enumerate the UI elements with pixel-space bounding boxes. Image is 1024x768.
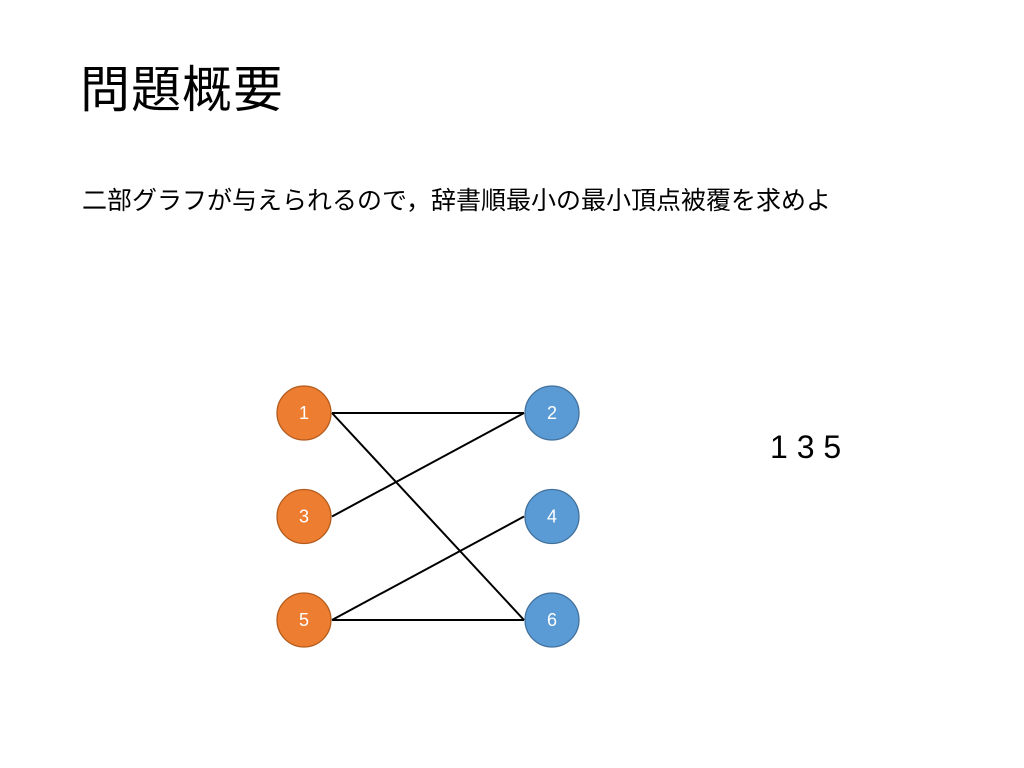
edge-3-2 — [331, 412, 525, 518]
vertex-2: 2 — [524, 385, 580, 441]
edges-layer — [331, 412, 525, 621]
edge-5-4 — [331, 515, 525, 621]
vertex-label: 1 — [299, 403, 309, 423]
answer-text: 1 3 5 — [770, 429, 842, 465]
vertex-label: 5 — [299, 610, 309, 630]
slide-title: 問題概要 — [80, 61, 284, 119]
vertex-6: 6 — [524, 592, 580, 648]
problem-statement: 二部グラフが与えられるので，辞書順最小の最小頂点被覆を求めよ — [82, 186, 832, 215]
vertex-3: 3 — [276, 488, 332, 545]
vertex-1: 1 — [276, 385, 332, 441]
vertex-circle — [276, 488, 332, 545]
vertex-circle — [524, 592, 580, 648]
vertex-label: 3 — [299, 507, 309, 527]
vertex-circle — [276, 592, 332, 648]
nodes-layer: 1 3 5 2 4 6 — [276, 385, 580, 648]
vertex-4: 4 — [524, 488, 580, 545]
vertex-circle — [524, 488, 580, 545]
edge-1-6 — [331, 412, 525, 621]
vertex-circle — [524, 385, 580, 441]
vertex-label: 4 — [547, 507, 557, 527]
vertex-circle — [276, 385, 332, 441]
vertex-label: 6 — [547, 610, 557, 630]
vertex-5: 5 — [276, 592, 332, 648]
vertex-label: 2 — [547, 403, 557, 423]
